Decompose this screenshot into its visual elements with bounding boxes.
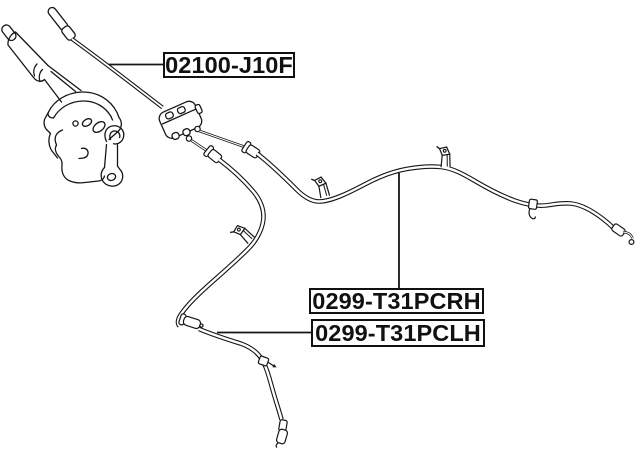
cable-clamp xyxy=(527,198,538,220)
lever-plate-hole xyxy=(92,121,106,133)
lever-arm xyxy=(43,64,82,103)
lh-cable-end-fitting xyxy=(275,419,289,448)
equalizer xyxy=(158,100,203,141)
adjusting-rods xyxy=(190,129,246,153)
equalizer-pin xyxy=(194,125,201,133)
parking-brake-lever-assembly xyxy=(1,24,125,187)
cable-clip xyxy=(310,175,331,200)
lever-body xyxy=(43,111,59,159)
label-rear-cable-lh: 0299-T31PCLH xyxy=(311,319,485,347)
lh-mid-fitting xyxy=(178,313,204,330)
rear-right-cable xyxy=(255,145,635,246)
leader-lines xyxy=(105,63,400,334)
rh-cable-end-fitting xyxy=(611,223,635,246)
lever-strap xyxy=(103,143,119,169)
lever-foot xyxy=(100,165,124,187)
label-front-cable: 02100-J10F xyxy=(163,52,295,78)
rh-cable-line xyxy=(255,151,617,231)
lever-bracket-tab xyxy=(78,147,89,160)
rear-left-cable xyxy=(175,157,289,448)
lever-pivot-pin xyxy=(72,120,79,127)
label-rear-cable-rh: 0299-T31PCRH xyxy=(309,288,484,314)
lever-grip-collar xyxy=(33,63,44,83)
lh-band-clip xyxy=(257,355,277,368)
lever-bracket xyxy=(54,129,106,184)
front-cable-assembly xyxy=(47,6,261,164)
lever-sector-band xyxy=(47,91,120,119)
lever-release-button xyxy=(1,24,17,42)
lever-grip xyxy=(7,31,49,82)
lever-hook xyxy=(104,125,125,145)
lever-band-slot xyxy=(81,118,93,127)
lever-foot-hole xyxy=(106,172,117,182)
equalizer-pin xyxy=(185,135,193,142)
